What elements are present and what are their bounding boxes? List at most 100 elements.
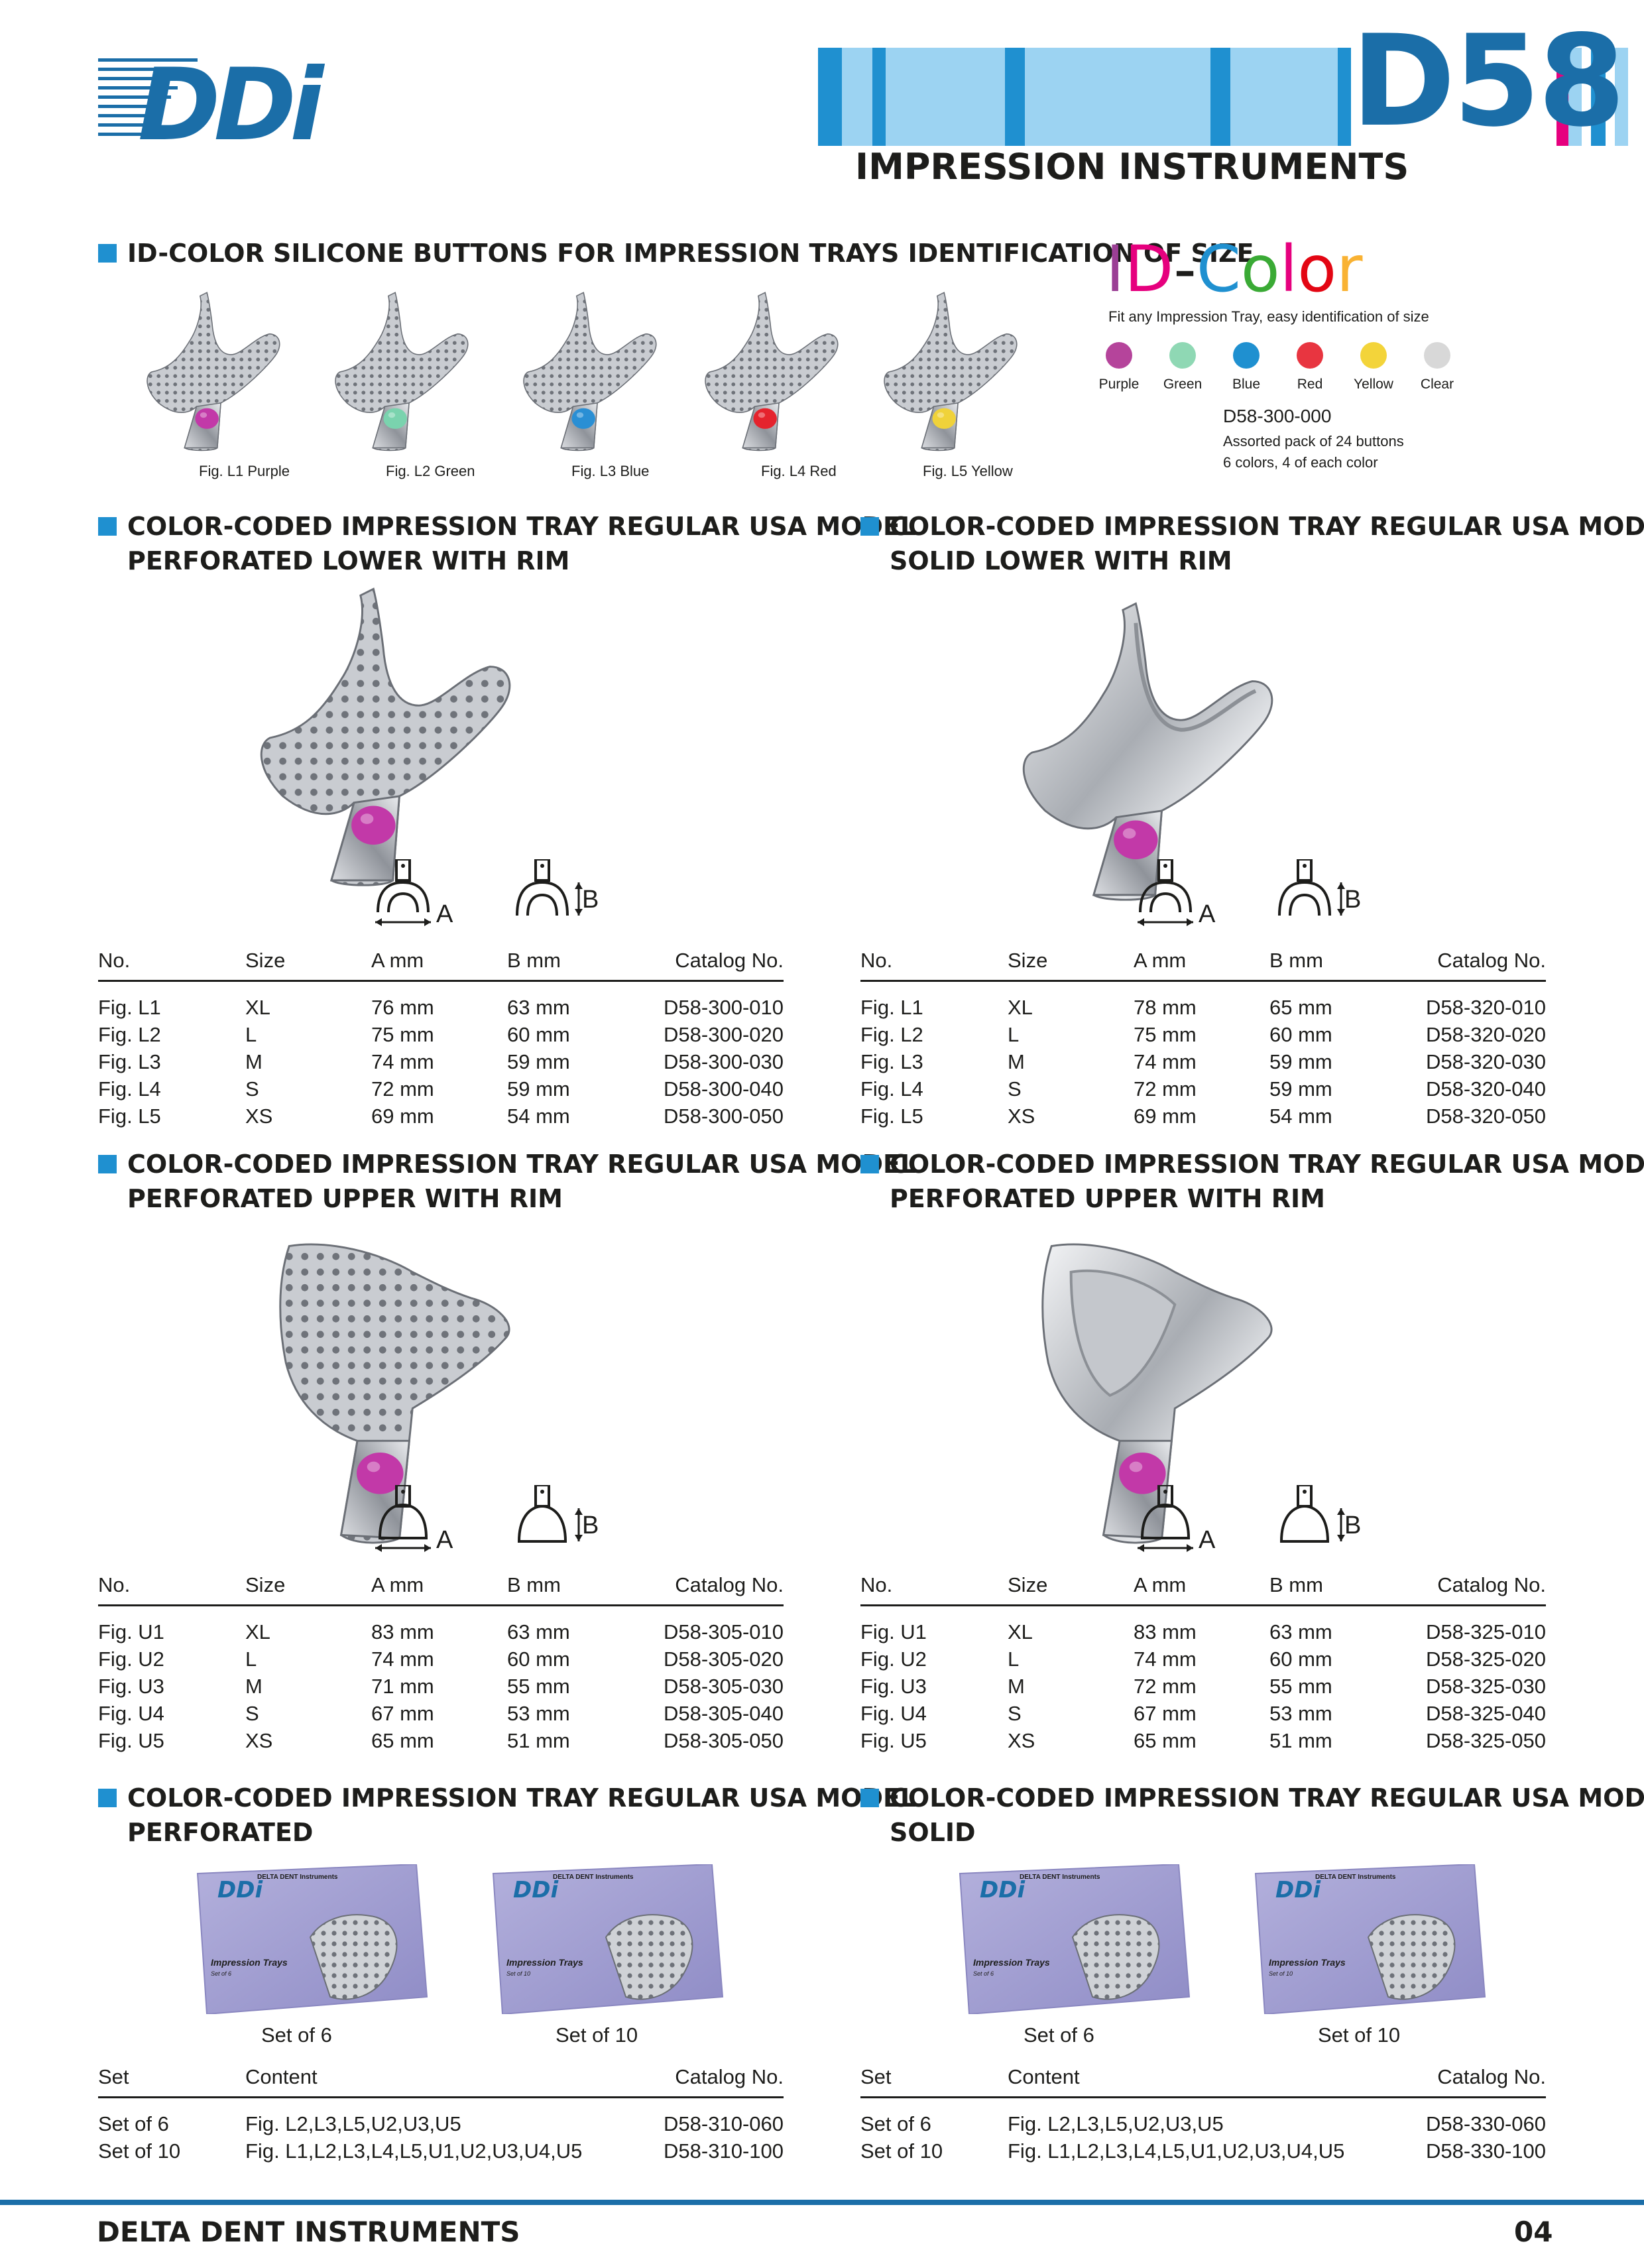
id-color-figure (691, 289, 850, 455)
table-cell: Fig. U2 (860, 1647, 927, 1671)
column-header: B mm (1269, 1566, 1422, 1606)
column-header: A mm (371, 1566, 507, 1606)
color-swatch-label: Red (1297, 377, 1323, 392)
table-cell: 53 mm (507, 1701, 570, 1725)
footer-company: DELTA DENT INSTRUMENTS (97, 2216, 520, 2248)
logo-text: DDi (138, 48, 325, 146)
section-bullet (98, 1155, 117, 1173)
column-header: Catalog No. (1422, 1566, 1546, 1606)
table-cell: S (1008, 1701, 1022, 1725)
column-header: B mm (507, 941, 660, 982)
product-box-image: DDi (953, 1863, 1192, 2015)
table-cell: Fig. L2,L3,L5,U2,U3,U5 (245, 2112, 461, 2135)
column-header: No. (98, 1566, 245, 1606)
table-cell: Fig. U4 (98, 1701, 164, 1725)
table-cell: Fig. U1 (98, 1620, 164, 1643)
id-color-tagline: Fit any Impression Tray, easy identifica… (1108, 308, 1429, 325)
column-header: B mm (507, 1566, 660, 1606)
color-swatch (1360, 342, 1387, 369)
brand-letter: r (1336, 232, 1363, 306)
tray-image (244, 1233, 536, 1545)
table-cell: Fig. U3 (98, 1674, 164, 1698)
section-heading: COLOR-CODED IMPRESSION TRAY REGULAR USA … (98, 509, 917, 578)
section-heading-line1: COLOR-CODED IMPRESSION TRAY REGULAR USA … (890, 1783, 1644, 1813)
table-cell: 59 mm (507, 1077, 570, 1101)
table-cell: Set of 6 (860, 2112, 931, 2135)
table-cell: Fig. L1 (98, 995, 161, 1019)
color-swatch-label: Clear (1420, 377, 1454, 392)
box-title: Impression Trays (1269, 1957, 1346, 1968)
section-heading-line1: COLOR-CODED IMPRESSION TRAY REGULAR USA … (890, 512, 1644, 541)
box-subtitle: Set of 6 (211, 1970, 232, 1977)
table-cell: 69 mm (1134, 1104, 1197, 1128)
table-cell: Fig. L3 (98, 1049, 161, 1073)
table-cell: Fig. L5 (98, 1104, 161, 1128)
svg-text:DDi: DDi (980, 1877, 1026, 1903)
table-cell: M (1008, 1049, 1025, 1073)
table-cell: 54 mm (507, 1104, 570, 1128)
column-header: Catalog No. (651, 2058, 784, 2098)
section-heading-line2: PERFORATED (127, 1818, 314, 1847)
table-cell: XS (1008, 1104, 1035, 1128)
table-cell: 76 mm (371, 995, 434, 1019)
table-cell: 54 mm (1269, 1104, 1332, 1128)
table-cell: Fig. L1,L2,L3,L4,L5,U1,U2,U3,U4,U5 (245, 2139, 583, 2163)
table-cell: 53 mm (1269, 1701, 1332, 1725)
id-color-figure (509, 289, 668, 455)
box-subtitle: Set of 6 (973, 1970, 994, 1977)
section-bullet (860, 1155, 879, 1173)
table-cell: D58-325-010 (1426, 1620, 1546, 1643)
dimension-a-icon (1132, 858, 1205, 932)
section-heading-line2: PERFORATED UPPER WITH RIM (890, 1184, 1325, 1213)
table-cell: M (1008, 1674, 1025, 1698)
table-cell: S (1008, 1077, 1022, 1101)
table-cell: Fig. L4 (98, 1077, 161, 1101)
column-header: Size (1008, 941, 1134, 982)
id-color-catalog: D58-300-000 (1223, 406, 1332, 426)
column-header: A mm (1134, 1566, 1269, 1606)
id-color-figure (321, 289, 480, 455)
table-cell: 67 mm (1134, 1701, 1197, 1725)
box-brand: DELTA DENT Instruments (1020, 1874, 1100, 1881)
table-cell: 63 mm (1269, 1620, 1332, 1643)
svg-text:DDi: DDi (217, 1877, 263, 1903)
table-cell: Fig. L1 (860, 995, 923, 1019)
dimension-b-icon (509, 858, 589, 925)
column-header: Catalog No. (660, 941, 784, 982)
set-caption: Set of 10 (1318, 2023, 1401, 2047)
dimension-a-label: A (436, 1526, 453, 1554)
column-header: Size (1008, 1566, 1134, 1606)
box-subtitle: Set of 10 (1269, 1970, 1293, 1977)
table-cell: D58-320-040 (1426, 1077, 1546, 1101)
section-heading-line2: PERFORATED LOWER WITH RIM (127, 546, 570, 575)
ddi-logo: DDi (98, 46, 350, 163)
table-cell: 63 mm (507, 995, 570, 1019)
brand-letter: l (1279, 232, 1298, 306)
table-cell: D58-305-050 (664, 1728, 784, 1752)
set-caption: Set of 6 (1024, 2023, 1094, 2047)
column-header: A mm (371, 941, 507, 982)
brand-letter: I (1106, 232, 1125, 306)
table-cell: 67 mm (371, 1701, 434, 1725)
svg-text:DDi: DDi (513, 1877, 559, 1903)
section-heading: COLOR-CODED IMPRESSION TRAY REGULAR USA … (860, 509, 1644, 578)
section-heading-line1: COLOR-CODED IMPRESSION TRAY REGULAR USA … (127, 512, 917, 541)
column-header: Content (245, 2058, 651, 2098)
section-heading-line1: COLOR-CODED IMPRESSION TRAY REGULAR USA … (890, 1150, 1644, 1179)
table-cell: Fig. U3 (860, 1674, 927, 1698)
table-cell: D58-300-010 (664, 995, 784, 1019)
table-cell: 60 mm (507, 1022, 570, 1046)
